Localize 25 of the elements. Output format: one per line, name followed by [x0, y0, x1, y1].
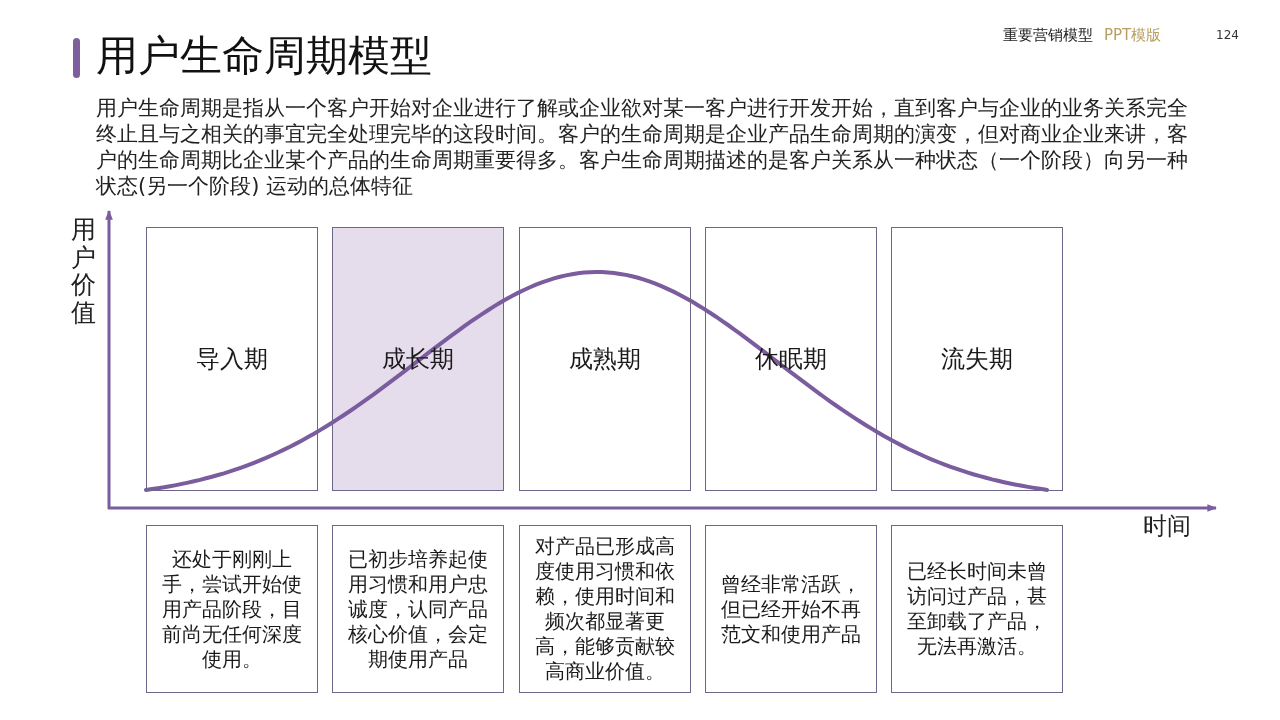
phase-label: 导入期: [196, 344, 268, 374]
description-box: [332, 525, 504, 693]
intro-paragraph: 用户生命周期是指从一个客户开始对企业进行了解或企业欲对某一客户进行开发开始，直到客户与企业的业务关系完全终止且与之相关的事宜完全处理完毕的这段时间。客户的生命周期是企业产品生命周期的演变，但对商业企业来讲，客户的生命周期比企业某个产品的生命周期重要得多。客户生命周期描述的是客户关系从一种状态（一个阶段）向另一种状态(另一个阶段) 运动的总体特征: [96, 95, 1189, 199]
phase-box: [146, 227, 318, 491]
description-text: 已经长时间未曾访问过产品，甚至卸载了产品，无法再激活。: [906, 559, 1048, 659]
description-text: 已初步培养起使用习惯和用户忠诚度，认同产品核心价值，会定期使用产品: [347, 546, 489, 672]
description-box: [705, 525, 877, 693]
description-text: 曾经非常活跃，但已经开始不再范文和使用产品: [720, 571, 862, 647]
phase-box: [519, 227, 691, 491]
phase-label: 流失期: [941, 344, 1013, 374]
header-text: 重要营销模型: [1003, 26, 1093, 44]
page-number: 124: [1216, 28, 1239, 43]
description-box: [891, 525, 1063, 693]
phase-box: [891, 227, 1063, 491]
description-box: [146, 525, 318, 693]
axis-label: 时间: [1143, 512, 1191, 540]
axis-label: 用户价值: [71, 216, 96, 326]
header-tag: PPT模版: [1104, 26, 1162, 44]
phase-box: [332, 227, 504, 491]
description-text: 对产品已形成高度使用习惯和依赖，使用时间和频次都显著更高，能够贡献较高商业价值。: [534, 534, 676, 684]
slide-title: 用户生命周期模型: [96, 30, 432, 82]
phase-box: [705, 227, 877, 491]
description-box: [519, 525, 691, 693]
phase-label: 成熟期: [569, 344, 641, 374]
description-text: 还处于刚刚上手，尝试开始使用产品阶段，目前尚无任何深度使用。: [161, 546, 303, 672]
